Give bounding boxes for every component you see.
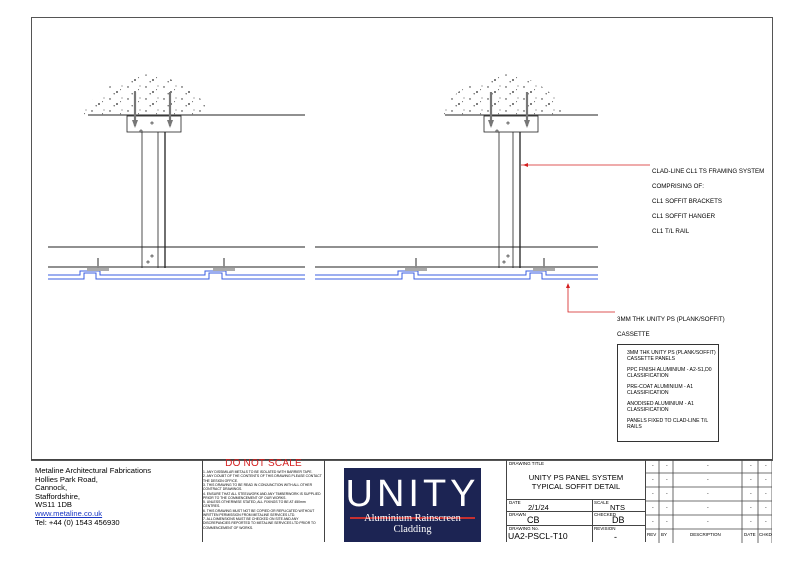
drawing-title-line1: UNITY PS PANEL SYSTEM — [528, 473, 624, 482]
company-address: Metaline Architectural Fabrications Holl… — [35, 466, 152, 527]
do-not-scale-title: DO NOT SCALE — [225, 458, 302, 469]
note-item: 3. THIS DRAWING TO BE READ IN CONJUNCTIO… — [203, 483, 313, 492]
address-line: WS11 1DB — [35, 500, 72, 510]
revision-cell: - — [750, 491, 752, 497]
soffit-detail-drawing — [48, 74, 650, 313]
logo-tagline: Aluminium Rainscreen Cladding — [364, 513, 461, 535]
cassette-callout: 3MM THK UNITY PS (PLANK/SOFFIT) CASSETTE — [617, 309, 725, 346]
left-soffit-assembly — [48, 74, 305, 280]
revision-cell: - — [707, 491, 709, 497]
revision-cell: - — [652, 463, 654, 469]
address-line: Staffordshire, — [35, 491, 81, 501]
note-item: 1. ANY DISSIMILAR METALS TO BE ISOLATED … — [203, 470, 313, 474]
revision-cell: - — [666, 519, 668, 525]
revision-cell: - — [652, 477, 654, 483]
revision-cell: - — [666, 505, 668, 511]
legend-item: PANELS FIXED TO CLAD-LINE T/L RAILS — [627, 418, 708, 430]
callout-line: 3MM THK UNITY PS (PLANK/SOFFIT) — [617, 316, 725, 324]
revision-cell: - — [707, 505, 709, 511]
revision-cell: - — [652, 505, 654, 511]
revision-cell: - — [750, 463, 752, 469]
drawn-value: CB — [527, 515, 540, 525]
material-legend: 3MM THK UNITY PS (PLANK/SOFFIT) CASSETTE… — [617, 344, 719, 442]
company-name: Metaline Architectural Fabrications — [35, 466, 152, 475]
date-header: DATE — [744, 532, 756, 537]
revision-cell: - — [652, 519, 654, 525]
rev-header: REV — [647, 532, 657, 537]
legend-item: ANODISED ALUMINIUM - A1 CLASSIFICATION — [627, 401, 694, 413]
scale-label: SCALE — [594, 500, 609, 505]
note-item: 2. ANY DOUBT OF THE CONTENTS OF THIS DRA… — [203, 474, 322, 483]
drawing-title-label: DRAWING TITLE — [509, 461, 545, 466]
revision-cell: - — [750, 505, 752, 511]
logo-rule — [350, 517, 475, 519]
revision-cell: - — [765, 491, 767, 497]
cassette-leader — [567, 285, 615, 313]
drawing-number-label: DRAWING No. — [509, 526, 539, 531]
phone-number: Tel: +44 (0) 1543 456930 — [35, 517, 120, 527]
revision-label: REVISION — [594, 526, 616, 531]
revision-cell: - — [750, 519, 752, 525]
revision-cell: - — [765, 519, 767, 525]
callout-line: COMPRISING OF: — [652, 183, 704, 191]
revision-cell: - — [707, 463, 709, 469]
concrete-hatch — [440, 74, 566, 115]
revision-value: - — [614, 532, 617, 542]
drawing-frame — [31, 17, 773, 461]
callout-line: CL1 T/L RAIL — [652, 227, 690, 235]
checked-value: DB — [612, 515, 625, 525]
revision-cell: - — [707, 477, 709, 483]
by-header: BY — [661, 532, 668, 537]
drawing-number-value: UA2-PSCL-T10 — [508, 531, 568, 541]
unity-logo: UNITY Aluminium Rainscreen Cladding — [344, 468, 481, 542]
callout-line: CL1 SOFFIT HANGER — [652, 212, 716, 220]
right-soffit-assembly — [315, 74, 598, 280]
logo-word: UNITY — [345, 473, 480, 515]
revision-cell: - — [765, 505, 767, 511]
revision-table — [645, 459, 772, 543]
concrete-hatch — [82, 74, 210, 115]
address-line: Cannock, — [35, 483, 68, 493]
note-item: 6. THIS DRAWING MUST NOT BE COPIED OR RE… — [203, 508, 315, 517]
checked-label: CHECKED — [594, 512, 617, 517]
revision-cell: - — [750, 477, 752, 483]
note-item: 5. UNLESS OTHERWISE STATED, ALL FIXINGS … — [203, 500, 306, 509]
revision-cell: - — [765, 477, 767, 483]
date-value: 2/1/24 — [528, 503, 549, 512]
note-item: 7. ALL DIMENSIONS MUST BE CHECKED ON SIT… — [203, 517, 316, 530]
date-label: DATE — [509, 500, 521, 505]
callout-line: CLAD-LINE CL1 TS FRAMING SYSTEM — [652, 168, 765, 176]
callout-line: CL1 SOFFIT BRACKETS — [652, 198, 723, 206]
checked-header: CHKD — [759, 532, 772, 537]
callout-line: CASSETTE — [617, 331, 650, 339]
website-link[interactable]: www.metaline.co.uk — [35, 508, 103, 518]
revision-cell: - — [666, 463, 668, 469]
revision-cell: - — [707, 519, 709, 525]
revision-cell: - — [666, 477, 668, 483]
note-item: 4. ENSURE THAT ALL STEELWORK AND ANY TIM… — [203, 491, 321, 500]
legend-item: PPC FINISH ALUMINIUM - A2-S1,D0 CLASSIFI… — [627, 367, 712, 379]
revision-cell: - — [652, 491, 654, 497]
scale-value: NTS — [610, 503, 625, 512]
drawn-label: DRAWN — [509, 512, 526, 517]
framing-callout: CLAD-LINE CL1 TS FRAMING SYSTEM COMPRISI… — [652, 161, 764, 242]
drawing-notes: 1. ANY DISSIMILAR METALS TO BE ISOLATED … — [203, 470, 323, 530]
address-line: Hollies Park Road, — [35, 474, 98, 484]
drawing-title-line2: TYPICAL SOFFIT DETAIL — [531, 482, 621, 491]
legend-item: 3MM THK UNITY PS (PLANK/SOFFIT) CASSETTE… — [627, 350, 716, 362]
legend-item: PRE-COAT ALUMINIUM - A1 CLASSIFICATION — [627, 384, 694, 396]
description-header: DESCRIPTION — [690, 532, 721, 537]
revision-cell: - — [765, 463, 767, 469]
revision-cell: - — [666, 491, 668, 497]
